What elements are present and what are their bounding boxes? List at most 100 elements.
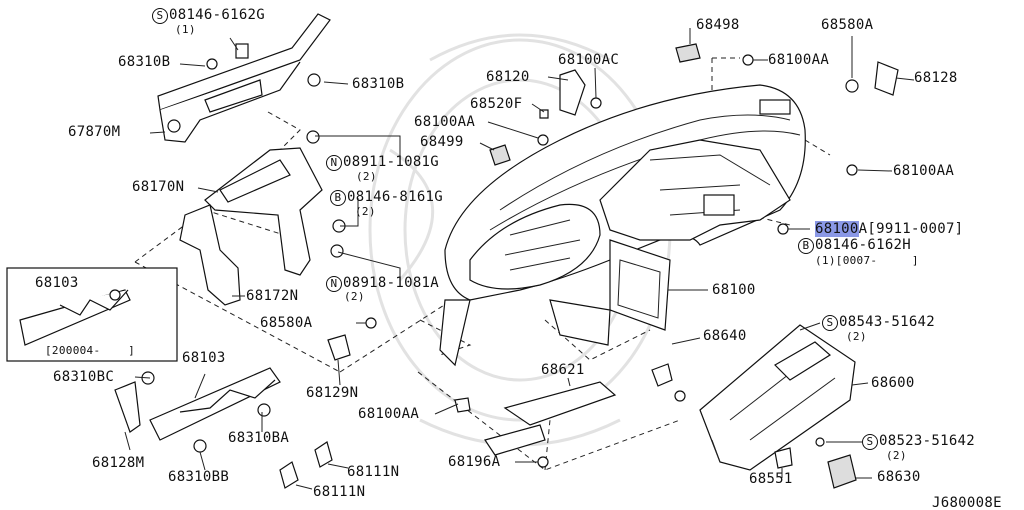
- callout-68580a-tr: 68580A: [821, 17, 874, 33]
- cover-68499: [489, 144, 511, 166]
- inset-member-68103: [19, 289, 131, 346]
- cover-68498: [675, 43, 701, 63]
- diagram-id: J680008E: [932, 495, 1002, 510]
- callout-68600: 68600: [871, 375, 915, 391]
- brace-67870m: [157, 13, 331, 143]
- part-code: 08918-1081A: [343, 275, 440, 291]
- callout-68100aa-bottom: 68100AA: [358, 406, 420, 422]
- callout-68111n-b: 68111N: [313, 484, 366, 500]
- callout-68520f: 68520F: [470, 96, 523, 112]
- callout-68580a-left: 68580A: [260, 315, 313, 331]
- bracket-68621-lower: [484, 424, 546, 456]
- highlighted-part-code[interactable]: 68100: [815, 221, 859, 237]
- bolt-68100aa-tr: [742, 54, 754, 66]
- callout-68128: 68128: [914, 70, 958, 86]
- n-mark-icon: N: [326, 276, 342, 292]
- callout-68621: 68621: [541, 362, 585, 378]
- callout-68111n-a: 68111N: [347, 464, 400, 480]
- callout-68100aa-top: 68100AA: [414, 114, 476, 130]
- callout-qty: (2): [886, 449, 907, 462]
- s-mark-icon: S: [862, 434, 878, 450]
- part-code: 08146-6162H: [815, 237, 912, 253]
- callout-68100ac: 68100AC: [558, 52, 620, 68]
- callout-67870m: 67870M: [68, 124, 121, 140]
- stopper-68551: [774, 447, 793, 469]
- n-mark-icon: N: [326, 155, 342, 171]
- bracket-68120: [559, 69, 586, 116]
- part-code: 08146-8161G: [347, 189, 444, 205]
- callout-qty: (2): [356, 170, 377, 183]
- b-mark-icon: B: [798, 238, 814, 254]
- callout-68310ba: 68310BA: [228, 430, 290, 446]
- callout-qty: (2): [344, 290, 365, 303]
- callout-qty: (2): [355, 205, 376, 218]
- bolt-68100aa-bottom: [454, 397, 471, 413]
- callout-68129n: 68129N: [306, 385, 359, 401]
- part-code: 08146-6162G: [169, 7, 266, 23]
- callout-qty: (1): [175, 23, 196, 36]
- bolt-68100a: [777, 223, 789, 235]
- callout-68100aa-tr: 68100AA: [768, 52, 830, 68]
- bracket-68129n: [327, 334, 351, 361]
- callout-68120: 68120: [486, 69, 530, 85]
- callout-68630: 68630: [877, 469, 921, 485]
- callout-68128m: 68128M: [92, 455, 145, 471]
- bolt-68196a: [537, 456, 549, 468]
- part-code: 08911-1081G: [343, 154, 440, 170]
- bracket-68128: [874, 61, 899, 96]
- callout-68499: 68499: [420, 134, 464, 150]
- callout-68103: 68103: [182, 350, 226, 366]
- latch-68630: [827, 454, 857, 489]
- callout-68551: 68551: [749, 471, 793, 487]
- s-mark-icon: S: [152, 8, 168, 24]
- callout-68103-inset: 68103: [35, 275, 79, 291]
- callout-68640: 68640: [703, 328, 747, 344]
- bolt-68100ac: [590, 97, 602, 109]
- callout-68170n: 68170N: [132, 179, 185, 195]
- part-code: 08543-51642: [839, 314, 936, 330]
- bolt-68580a: [365, 317, 377, 329]
- callout-qty: (1)[0007- ]: [815, 254, 919, 267]
- part-code: 08523-51642: [879, 433, 976, 449]
- callout-68100a: 68100A[9911-0007]: [815, 221, 964, 237]
- callout-68310bb: 68310BB: [168, 469, 230, 485]
- callout-68100: 68100: [712, 282, 756, 298]
- bolt-68100aa-top: [537, 134, 549, 146]
- callout-qty: (2): [846, 330, 867, 343]
- s-mark-icon: S: [822, 315, 838, 331]
- bracket-68621: [503, 381, 617, 426]
- callout-68310bc: 68310BC: [53, 369, 115, 385]
- b-mark-icon: B: [330, 190, 346, 206]
- member-68103: [114, 367, 281, 453]
- callout-68310b-a: 68310B: [118, 54, 171, 70]
- instrument-panel-68100: [439, 84, 806, 367]
- callout-68100aa-right: 68100AA: [893, 163, 955, 179]
- clip-68640: [651, 363, 673, 387]
- clip-68520f: [539, 109, 549, 119]
- inset-date-range: [200004- ]: [45, 344, 135, 357]
- clip-68111n-a: [279, 461, 299, 489]
- stay-68170n: [204, 130, 346, 276]
- clip-68111n-b: [314, 441, 333, 468]
- callout-68172n: 68172N: [246, 288, 299, 304]
- leader-lines: [124, 28, 915, 490]
- part-suffix: A: [858, 221, 868, 237]
- stay-68172n: [179, 204, 241, 306]
- bolt-68100aa-right: [846, 164, 858, 176]
- glove-box-68600: [699, 324, 856, 471]
- callout-68310b-b: 68310B: [352, 76, 405, 92]
- callout-68196a: 68196A: [448, 454, 501, 470]
- screw-08523: [815, 437, 825, 447]
- callout-68498: 68498: [696, 17, 740, 33]
- bolt-08543: [674, 390, 686, 402]
- date-range: [9911-0007]: [867, 221, 964, 237]
